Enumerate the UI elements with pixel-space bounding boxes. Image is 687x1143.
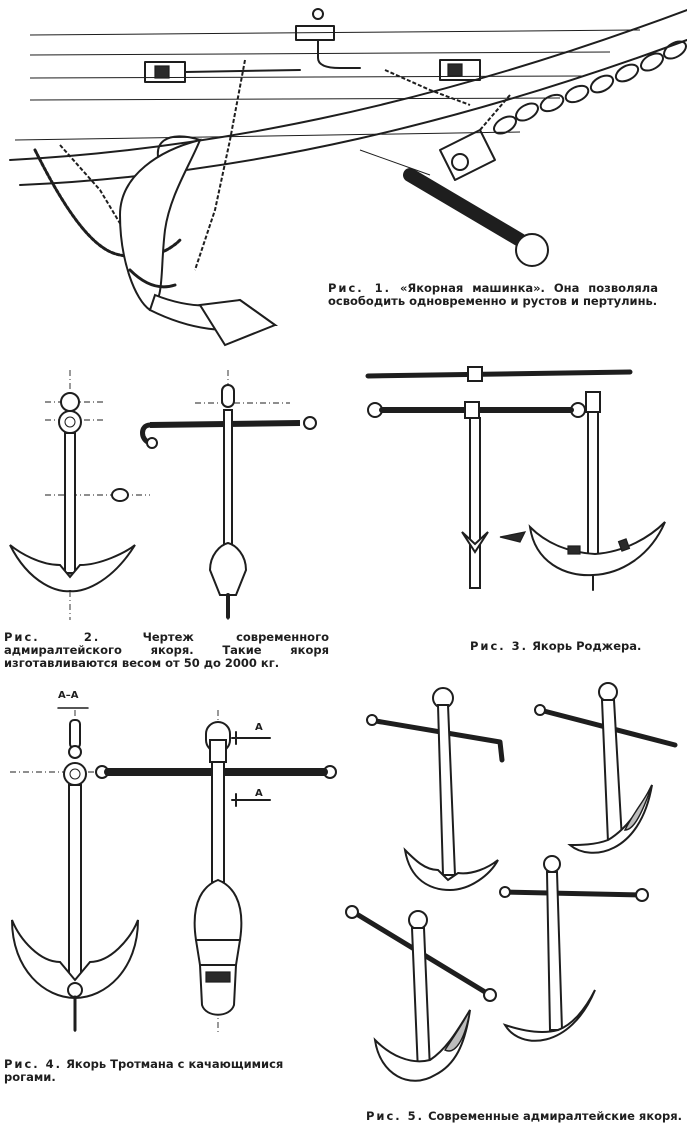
figure-4-arrow-label-1: А [255,722,263,733]
figure-2-caption-text: Чертеж современного адмиралтейского якор… [4,630,329,670]
anchor-chain-right [493,40,687,135]
figure-5-caption-lead: Рис. 5. [366,1109,425,1123]
figure-5-caption: Рис. 5. Современные адмиралтейские якоря… [366,1110,684,1123]
anchor-hanging [118,135,279,347]
figure-5-caption-text: Современные адмиралтейские якоря. [428,1109,683,1123]
trotman-anchor-drawing [10,707,337,1035]
figure-1-caption-lead: Рис. 1. [328,281,391,295]
figure-4-caption-lead: Рис. 4. [4,1057,63,1071]
modern-admiralty-anchors-drawing [345,682,678,1082]
figure-4-caption-text: Якорь Тротмана с качающимися рогами. [4,1057,284,1084]
figure-4-section-label: А–А [58,690,79,701]
admiralty-anchor-drawing [9,370,317,620]
figure-2-caption-lead: Рис. 2. [4,630,101,644]
figure-3-caption-lead: Рис. 3. [470,639,529,653]
figure-2-illustration [0,355,340,625]
figure-3-caption: Рис. 3. Якорь Роджера. [470,640,680,653]
figure-1-illustration [0,0,687,350]
anchor-b [534,682,678,854]
figure-5-illustration [340,680,685,1100]
anchor-c [345,905,497,1082]
figure-3-caption-text: Якорь Роджера. [532,639,642,653]
rodger-anchor-drawing [365,366,666,591]
figure-4-arrow-label-2: А [255,788,263,799]
figure-3-illustration [350,362,670,592]
anchor-release-gear-drawing [9,8,687,347]
figure-4-illustration [0,700,345,1045]
anchor-d [499,855,649,1042]
figure-1-caption: Рис. 1. «Якорная машинка». Она позволяла… [328,282,658,308]
anchor-a [366,687,505,892]
figure-4-caption: Рис. 4. Якорь Тротмана с качающимися рог… [4,1058,334,1084]
figure-1-caption-text: «Якорная машинка». Она позволяла освобод… [328,281,658,308]
figure-2-caption: Рис. 2. Чертеж современного адмиралтейск… [4,631,329,670]
